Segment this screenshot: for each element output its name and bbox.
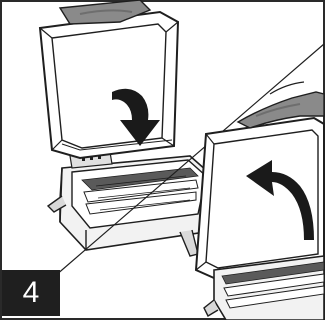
step-number-badge: 4 xyxy=(2,270,60,316)
panel-closing-lid xyxy=(40,0,215,256)
panel-opening-lid xyxy=(196,82,324,320)
step-number: 4 xyxy=(23,276,40,309)
lid-open-left xyxy=(40,12,178,158)
